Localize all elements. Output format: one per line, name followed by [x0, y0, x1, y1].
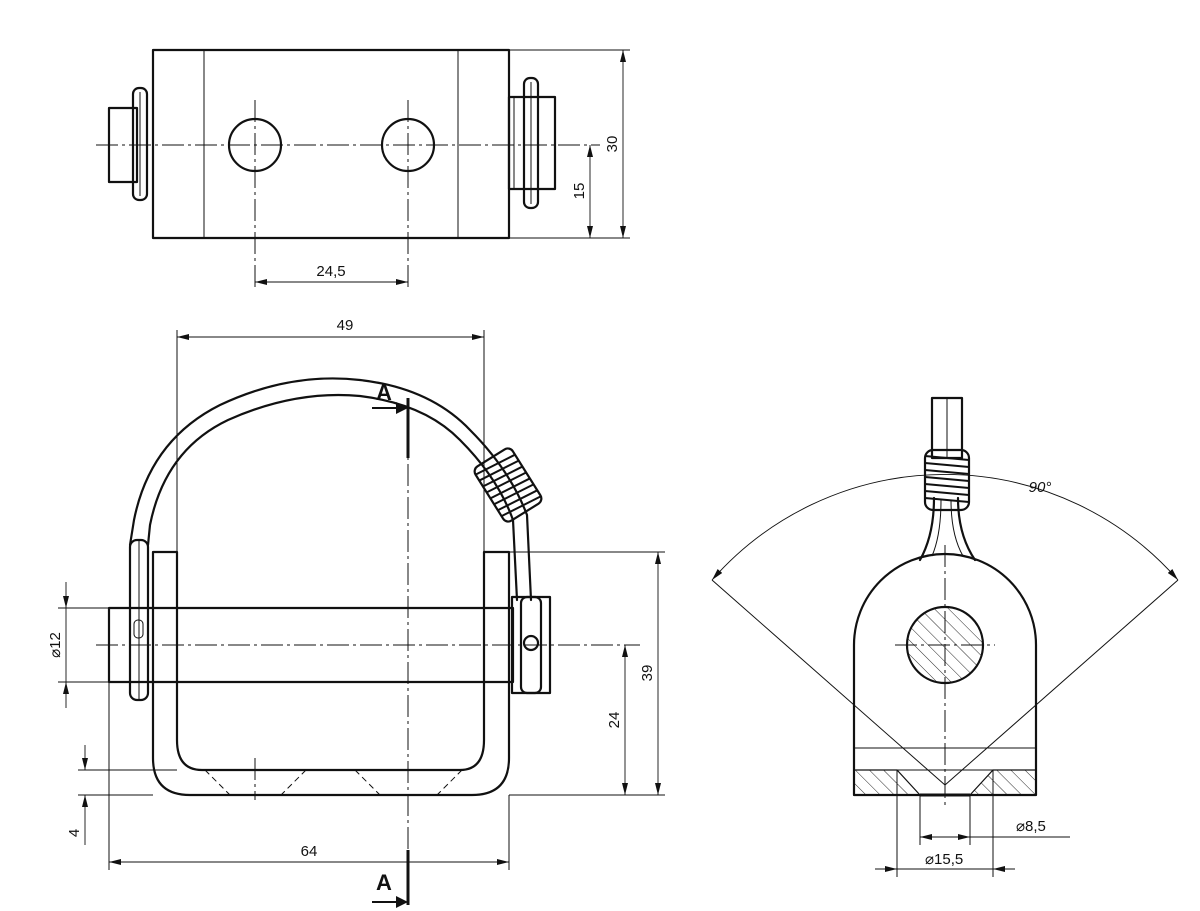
top-view: 24,5 30 15	[96, 48, 630, 290]
dim-angle-90: 90°	[1029, 479, 1052, 496]
top-ring-left	[131, 86, 149, 202]
side-body	[852, 552, 1038, 797]
wire-bail-inner	[146, 393, 519, 602]
dim-large-diameter: ⌀15,5	[925, 851, 963, 868]
dim-overall-width-64: 64	[301, 843, 318, 860]
section-label-top: A	[376, 380, 392, 405]
section-label-bottom: A	[376, 870, 392, 895]
dim-pin-diameter: ⌀12	[47, 632, 64, 658]
dim-base-4: 4	[66, 829, 83, 837]
dim-width-49: 49	[337, 317, 354, 334]
front-view: A A 49 ⌀12 39 24 4 64	[47, 317, 665, 908]
angle-arc	[711, 474, 1179, 581]
side-wire	[918, 496, 936, 562]
dim-overall-height-39: 39	[639, 665, 656, 682]
side-view: 90° ⌀8,5 ⌀15,5	[711, 396, 1179, 877]
dim-axis-height-24: 24	[606, 712, 623, 729]
top-pin-right	[507, 95, 557, 191]
bracket-outer	[151, 550, 511, 797]
side-base-section	[853, 769, 922, 796]
coil-spring	[473, 447, 543, 523]
wire-bail-outer	[128, 377, 533, 602]
dim-hole-spacing: 24,5	[316, 263, 345, 280]
top-clip-right	[522, 76, 540, 210]
base-hidden-hole-1	[204, 769, 307, 796]
dim-height-30: 30	[604, 136, 621, 153]
base-hidden-hole-2	[354, 769, 463, 796]
top-body	[151, 48, 511, 240]
dim-half-height-15: 15	[571, 183, 588, 200]
dim-small-diameter: ⌀8,5	[1016, 818, 1046, 835]
